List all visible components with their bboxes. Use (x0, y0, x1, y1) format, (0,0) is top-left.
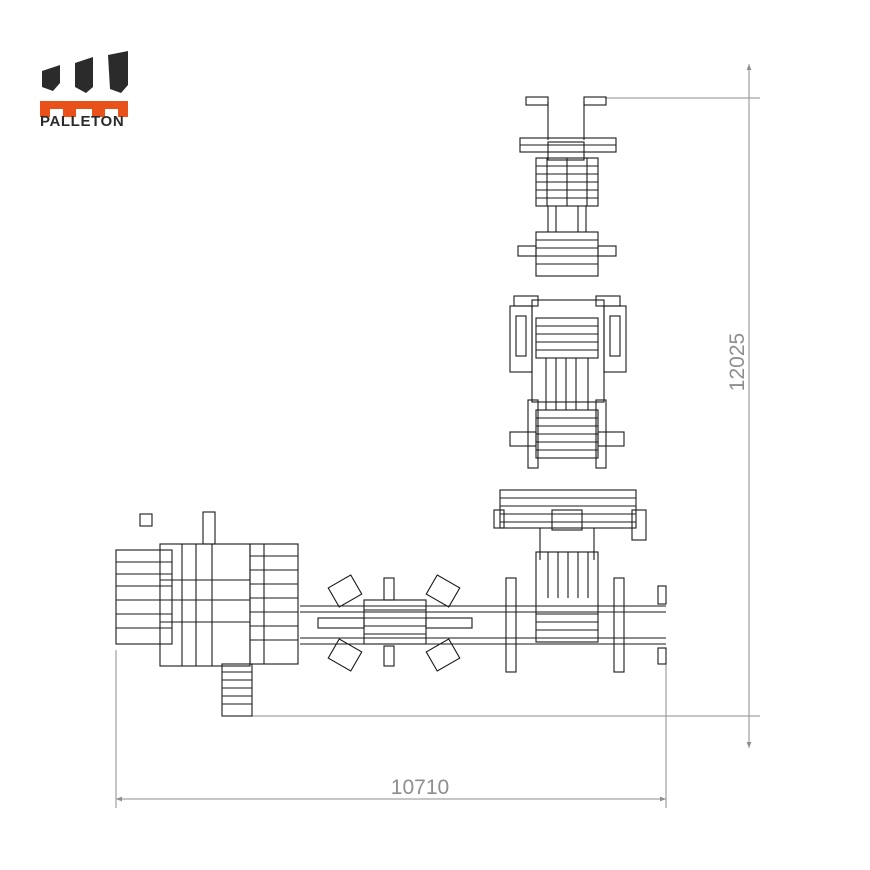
middle-nailing-station (509, 295, 627, 469)
palleton-logo (40, 51, 128, 117)
brand-name: PALLETON (40, 113, 125, 130)
logo-pillar-2 (75, 57, 93, 93)
logo-pillar-3 (108, 51, 128, 93)
left-stacking-unit (115, 511, 299, 717)
logo-pallet-base (40, 101, 128, 117)
height-dimension-label: 12025 (726, 333, 749, 391)
width-dimension-label: 10710 (391, 776, 449, 799)
dimension-lines (115, 64, 760, 808)
machine-line-art (115, 96, 667, 717)
right-stacker (476, 489, 667, 673)
top-destacker (517, 96, 617, 277)
transfer-conveyor (300, 574, 476, 672)
logo-pillar-1 (42, 65, 60, 91)
